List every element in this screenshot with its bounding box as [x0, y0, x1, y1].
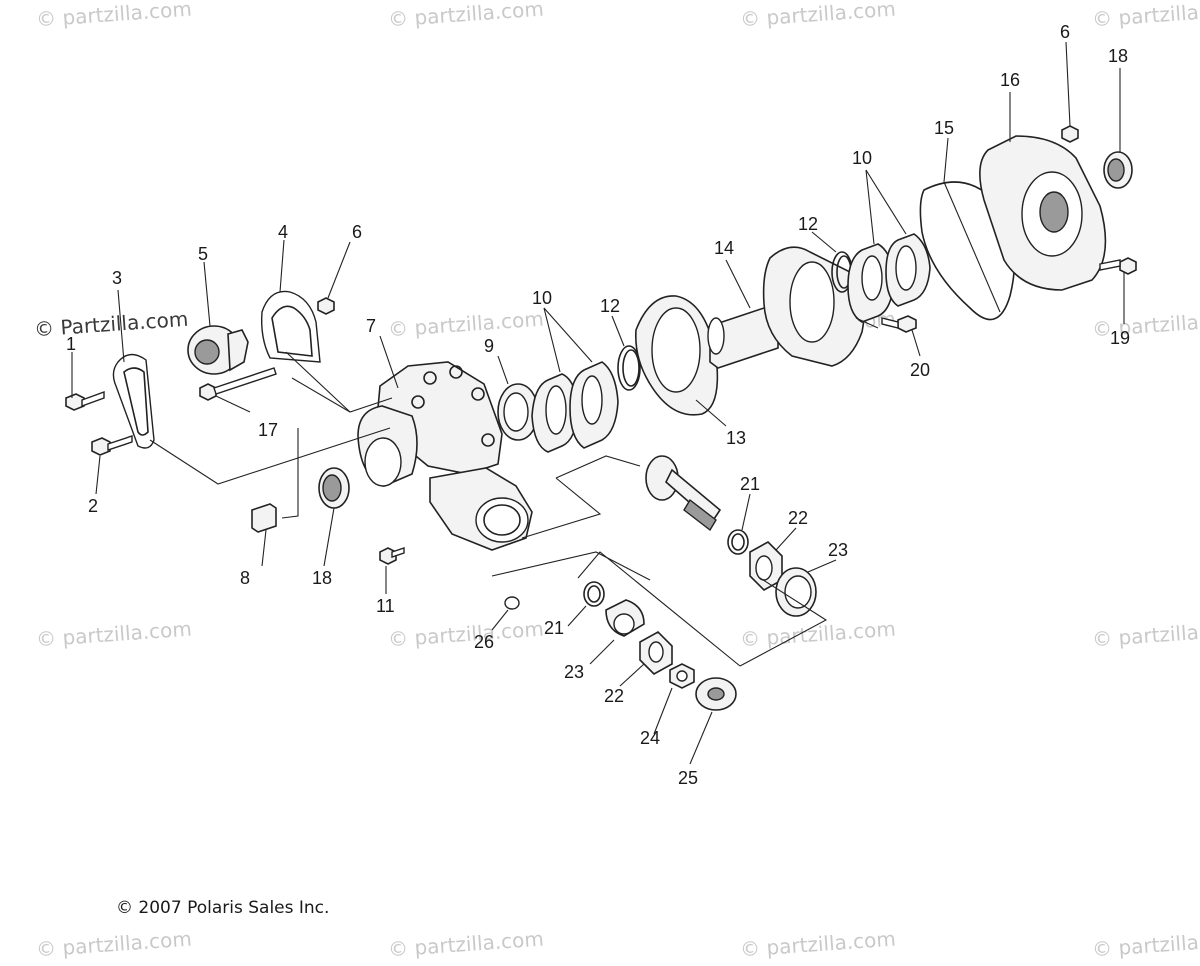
callout-21: 21	[740, 474, 760, 494]
part-1-bolt	[65, 391, 105, 411]
callout-5: 5	[198, 244, 208, 264]
part-22-bearing-cone	[639, 631, 673, 675]
part-20-bolt	[881, 315, 917, 333]
callout-16: 16	[1000, 70, 1020, 90]
callout-12: 12	[798, 214, 818, 234]
callout-1: 1	[66, 334, 76, 354]
callout-10: 10	[852, 148, 872, 168]
callout-4: 4	[278, 222, 288, 242]
callout-13: 13	[726, 428, 746, 448]
callout-12: 12	[600, 296, 620, 316]
callouts: 1 2 3 4 5 6 7 8 9 10 11 12 13 14 12 10 1…	[66, 22, 1130, 788]
callout-24: 24	[640, 728, 660, 748]
callout-2: 2	[88, 496, 98, 516]
part-2-bolt	[91, 435, 133, 456]
callout-6: 6	[1060, 22, 1070, 42]
part-3-gasket	[112, 353, 155, 449]
part-23-bearing-cup	[775, 567, 817, 617]
part-6-nut	[1061, 125, 1079, 143]
part-8-plug	[251, 503, 277, 533]
part-24-nut	[669, 663, 695, 689]
part-5-flange	[187, 325, 249, 375]
callout-11: 11	[376, 596, 395, 616]
part-pinion-gear	[645, 455, 722, 532]
part-18-seal	[1103, 151, 1133, 189]
callout-19: 19	[1110, 328, 1130, 348]
part-12-snap-ring	[617, 345, 641, 391]
callout-3: 3	[112, 268, 122, 288]
part-4-gasket	[260, 290, 321, 363]
part-25-washer	[695, 677, 737, 711]
callout-15: 15	[934, 118, 954, 138]
part-23-bearing-cup	[605, 599, 645, 637]
part-11-bolt	[379, 547, 405, 565]
callout-23: 23	[564, 662, 584, 682]
callout-9: 9	[484, 336, 494, 356]
callout-25: 25	[678, 768, 698, 788]
callout-22: 22	[604, 686, 624, 706]
callout-22: 22	[788, 508, 808, 528]
part-10-bearing	[847, 233, 931, 323]
callout-6: 6	[352, 222, 362, 242]
leader-lines	[71, 41, 1125, 765]
copyright-notice: © 2007 Polaris Sales Inc.	[116, 898, 330, 918]
callout-18: 18	[1108, 46, 1128, 66]
callout-17: 17	[258, 420, 278, 440]
part-6-nut	[317, 297, 335, 315]
callout-8: 8	[240, 568, 250, 588]
callout-10: 10	[532, 288, 552, 308]
callout-7: 7	[366, 316, 376, 336]
callout-20: 20	[910, 360, 930, 380]
callout-18: 18	[312, 568, 332, 588]
part-26-plug	[504, 596, 520, 610]
callout-21: 21	[544, 618, 564, 638]
callout-14: 14	[714, 238, 734, 258]
part-22-bearing-cone	[749, 541, 783, 591]
part-21-shim	[583, 581, 605, 607]
callout-23: 23	[828, 540, 848, 560]
part-7-housing	[357, 361, 533, 551]
part-16-cover	[979, 135, 1107, 291]
part-9-seal	[497, 383, 539, 441]
callout-26: 26	[474, 632, 494, 652]
part-13-seal	[634, 295, 719, 416]
part-10-bearing	[531, 361, 619, 453]
part-14-shaft	[707, 246, 866, 369]
part-18-seal	[318, 467, 350, 509]
part-21-shim	[727, 529, 749, 555]
part-19-bolt	[1099, 257, 1137, 275]
